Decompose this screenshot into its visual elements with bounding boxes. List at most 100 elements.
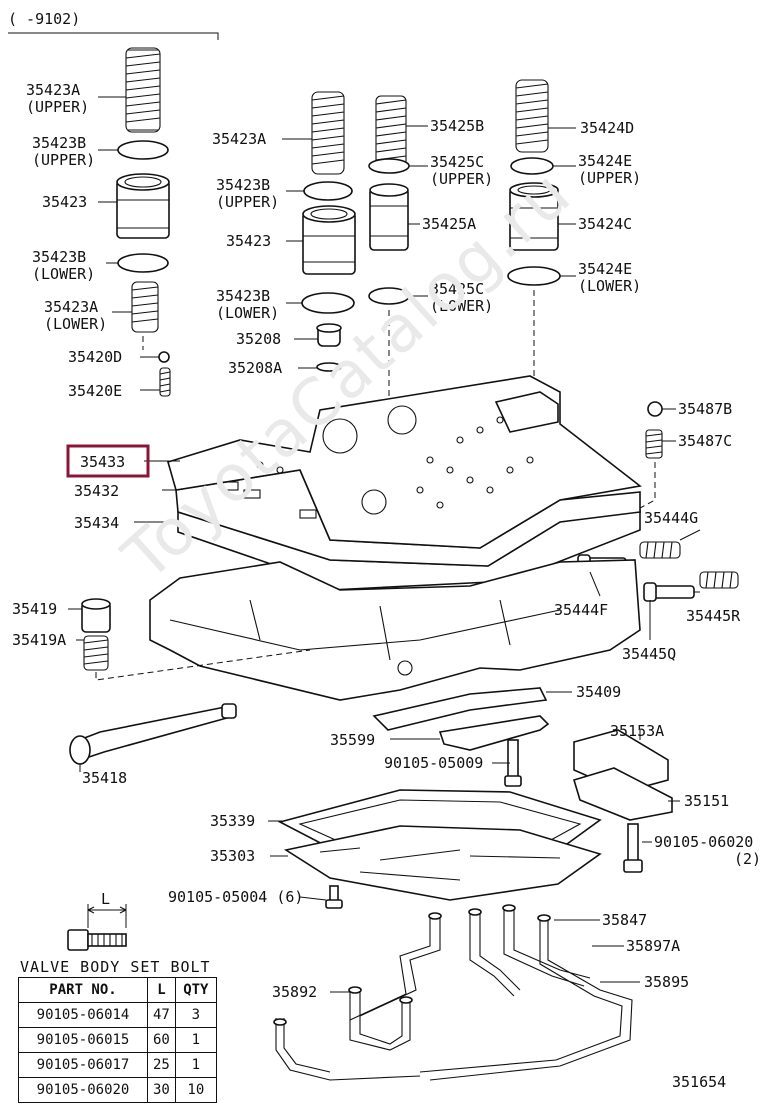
valve-body (149, 559, 641, 701)
oring-35424E-lower (507, 266, 561, 286)
label-35425B: 35425B (430, 117, 484, 135)
highlight-box-35433 (66, 444, 150, 478)
plate-holes (221, 406, 534, 519)
label-35424C: 35424C (578, 215, 632, 233)
centerline-right (639, 462, 656, 509)
label-35444F: 35444F (554, 601, 608, 619)
bolt-table-header-l: L (147, 977, 176, 1003)
label-35425C-upper-1: 35425C (430, 153, 484, 171)
label-35420D: 35420D (68, 348, 122, 366)
label-90105-06020-1: 90105-06020 (654, 833, 753, 851)
label-35444G: 35444G (644, 509, 698, 527)
label-35423B-lower-2: (LOWER) (32, 265, 95, 283)
label-35425C-upper-2: (UPPER) (430, 170, 493, 188)
label-35409: 35409 (576, 683, 621, 701)
plate-35599 (438, 715, 550, 751)
table-cell: 1 (174, 1027, 217, 1053)
manual-valve-35418 (69, 703, 237, 765)
table-row: 90105-06015 60 1 (18, 1027, 217, 1053)
oring-35423B-lower (117, 253, 169, 273)
strainer-35303 (283, 825, 602, 901)
label-35425A: 35425A (422, 215, 476, 233)
label-35208: 35208 (236, 330, 281, 348)
label-35434: 35434 (74, 514, 119, 532)
oring-35423B-mid-lower (301, 292, 355, 314)
label-35423B-mid-upper-2: (UPPER) (216, 193, 279, 211)
spring-35424D (515, 79, 549, 153)
table-cell: 90105-06017 (18, 1052, 148, 1078)
oring-35425C-lower (368, 287, 410, 305)
label-35432: 35432 (74, 482, 119, 500)
label-35423A-lower-1: 35423A (44, 298, 98, 316)
label-35425C-lower-1: 35425C (430, 280, 484, 298)
spring-35420E (159, 367, 171, 397)
table-cell: 3 (174, 1002, 217, 1028)
accumulator-piston-35424C (509, 182, 559, 251)
spring-35423A-upper (125, 47, 161, 133)
label-35892: 35892 (272, 983, 317, 1001)
accumulator-piston-35423-mid (302, 205, 356, 275)
label-35208A: 35208A (228, 359, 282, 377)
table-cell: 90105-06015 (18, 1027, 148, 1053)
label-35423B-upper-1: 35423B (32, 134, 86, 152)
table-row: 90105-06014 47 3 (18, 1002, 217, 1028)
label-90105-05004: 90105-05004 (6) (168, 888, 303, 906)
label-35423A-mid: 35423A (212, 130, 266, 148)
label-35897A: 35897A (626, 937, 680, 955)
centerline-35419 (95, 649, 311, 681)
spring-35425B (375, 95, 407, 167)
bolt-90105-05009 (504, 739, 522, 787)
label-35303: 35303 (210, 847, 255, 865)
cover-35151 (573, 767, 673, 821)
label-35151: 35151 (684, 792, 729, 810)
label-35423B-mid-upper-1: 35423B (216, 176, 270, 194)
check-valve-35208 (316, 323, 342, 347)
table-cell: 1 (174, 1052, 217, 1078)
table-cell: 90105-06020 (18, 1077, 148, 1103)
spring-35487C (645, 429, 663, 459)
label-35424E-upper-1: 35424E (578, 152, 632, 170)
label-35847: 35847 (602, 911, 647, 929)
spring-35423A-lower (131, 281, 159, 333)
bolt-table-header-qty: QTY (174, 977, 217, 1003)
label-35487C: 35487C (678, 432, 732, 450)
plate-35433-tab (494, 391, 559, 433)
set-bolt-drawing (67, 904, 127, 951)
spring-35444G (639, 541, 681, 559)
label-dim-L: L (101, 890, 110, 908)
table-row: 90105-06020 30 10 (18, 1077, 217, 1103)
oring-35423B-upper (117, 140, 169, 160)
bolt-table: PART NO. L QTY 90105-06014 47 3 90105-06… (18, 977, 217, 1103)
label-35895: 35895 (644, 973, 689, 991)
label-35424E-lower-2: (LOWER) (578, 277, 641, 295)
label-35423B-mid-lower-1: 35423B (216, 287, 270, 305)
label-35423A-upper-2: (UPPER) (26, 98, 89, 116)
label-35425C-lower-2: (LOWER) (430, 297, 493, 315)
part-labels: 35423A (UPPER) 35423B (UPPER) 35423 3542… (12, 81, 760, 1001)
label-35423B-mid-lower-2: (LOWER) (216, 304, 279, 322)
header-bracket (8, 32, 219, 40)
label-35423A-upper-1: 35423A (26, 81, 80, 99)
leader-lines (68, 96, 701, 993)
label-35339: 35339 (210, 812, 255, 830)
label-35419: 35419 (12, 600, 57, 618)
label-90105-06020-2: (2) (734, 850, 760, 868)
oring-35423B-mid-upper (303, 181, 353, 201)
label-35423B-upper-2: (UPPER) (32, 151, 95, 169)
ball-35487B (647, 401, 663, 417)
header-note: ( -9102) (8, 10, 81, 28)
bolt-table-title: VALVE BODY SET BOLT (20, 958, 211, 976)
detent-spring-35409 (372, 687, 548, 731)
oil-tubes (273, 904, 633, 1081)
label-35445R: 35445R (686, 607, 741, 625)
accumulator-piston-35425A (369, 183, 409, 251)
bolt-table-header-row: PART NO. L QTY (18, 977, 217, 1003)
figure-number: 351654 (672, 1073, 727, 1091)
label-35423A-lower-2: (LOWER) (44, 315, 107, 333)
label-35419A: 35419A (12, 631, 66, 649)
spring-35423A-mid (311, 91, 345, 175)
plunger-35445Q (643, 582, 695, 602)
label-90105-05009: 90105-05009 (384, 754, 483, 772)
oring-35425C-upper (368, 158, 410, 174)
